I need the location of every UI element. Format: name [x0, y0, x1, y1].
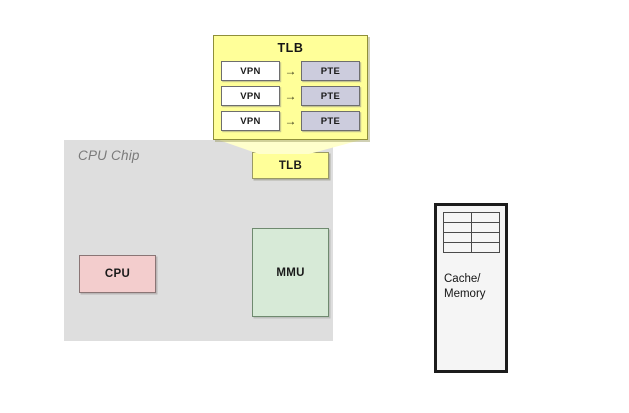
cpu-block[interactable]: CPU	[79, 255, 156, 293]
tlb-callout-title: TLB	[277, 41, 304, 55]
pte-cell: PTE	[301, 61, 360, 81]
memory-grid-cell	[471, 212, 500, 223]
cache-memory-label-line1: Cache/	[444, 273, 481, 285]
tlb-entry-list: VPN → PTE VPN → PTE VPN → PTE	[221, 60, 360, 132]
vpn-cell: VPN	[221, 61, 280, 81]
memory-grid-cell	[443, 232, 472, 243]
cache-memory-block[interactable]: Cache/ Memory	[434, 203, 508, 373]
memory-grid-row	[443, 222, 500, 233]
cpu-block-label: CPU	[104, 268, 131, 280]
vpn-cell: VPN	[221, 111, 280, 131]
cpu-chip-label: CPU Chip	[78, 148, 140, 163]
tlb-entry-row: VPN → PTE	[221, 60, 360, 82]
memory-grid-cell	[443, 212, 472, 223]
tlb-entry-row: VPN → PTE	[221, 85, 360, 107]
mmu-block-label: MMU	[276, 266, 305, 279]
pte-cell: PTE	[301, 111, 360, 131]
memory-grid-row	[443, 212, 500, 223]
right-arrow-icon: →	[284, 114, 297, 128]
right-arrow-icon: →	[284, 64, 297, 78]
right-arrow-icon: →	[284, 89, 297, 103]
tlb-detail-callout: TLB VPN → PTE VPN → PTE VPN → PTE	[213, 35, 368, 140]
memory-grid-icon	[443, 212, 500, 253]
tlb-block-label: TLB	[278, 159, 303, 172]
memory-grid-cell	[443, 242, 472, 253]
memory-grid-cell	[471, 242, 500, 253]
vpn-cell: VPN	[221, 86, 280, 106]
mmu-block[interactable]: MMU	[252, 228, 329, 317]
memory-grid-row	[443, 232, 500, 243]
memory-grid-cell	[443, 222, 472, 233]
pte-cell: PTE	[301, 86, 360, 106]
cache-memory-label: Cache/ Memory	[444, 272, 506, 302]
tlb-entry-row: VPN → PTE	[221, 110, 360, 132]
cache-memory-label-line2: Memory	[444, 288, 486, 300]
memory-grid-cell	[471, 232, 500, 243]
memory-grid-row	[443, 242, 500, 253]
memory-grid-cell	[471, 222, 500, 233]
tlb-block[interactable]: TLB	[252, 152, 329, 179]
